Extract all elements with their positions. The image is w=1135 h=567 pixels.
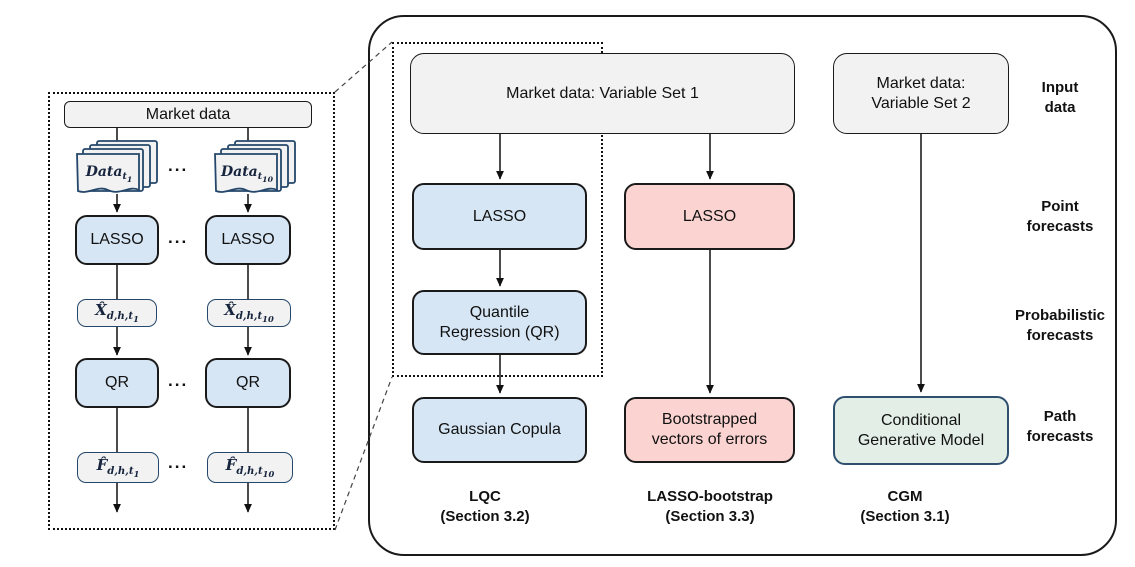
gaussian-copula-label: Gaussian Copula: [438, 421, 561, 438]
qr-label: QR: [236, 374, 260, 391]
stage-label-point-forecasts: Point forecasts: [1026, 198, 1094, 235]
lasso-bootstrap-box: LASSO: [624, 183, 795, 250]
document-stack-icon: [76, 140, 158, 193]
ellipsis-qr: ...: [168, 371, 189, 390]
cgm-label: Conditional Generative Model: [857, 411, 985, 449]
document-stack-icon: [214, 140, 296, 193]
qr-box-t10: QR: [205, 358, 291, 408]
stage-label-probabilistic-forecasts: Probabilistic forecasts: [1014, 307, 1106, 344]
ellipsis-fhat: ...: [168, 453, 189, 472]
bootstrapped-errors-label: Bootstrapped vectors of errors: [651, 411, 768, 448]
xhat-box-t1: X̂d,h,t1: [77, 299, 157, 327]
fhat-box-t10: F̂d,h,t10: [207, 452, 293, 483]
lasso-box-t10: LASSO: [205, 215, 291, 265]
market-data-variable-set1-box: Market data: Variable Set 1: [410, 53, 795, 134]
zoom-connector-top: [334, 41, 393, 93]
fhat-box-t1: F̂d,h,t1: [77, 452, 159, 483]
lasso-label: LASSO: [682, 207, 737, 225]
market-data-box: Market data: [64, 101, 312, 128]
doc-label: Datat1: [85, 163, 133, 185]
doc-label: Datat10: [220, 163, 273, 185]
ellipsis-docs: ...: [168, 156, 189, 175]
conditional-generative-model-box: Conditional Generative Model: [833, 396, 1009, 465]
market-data-label: Market data: [145, 105, 231, 123]
bootstrapped-errors-box: Bootstrapped vectors of errors: [624, 397, 795, 463]
method-label-cgm: CGM (Section 3.1): [860, 488, 950, 526]
ellipsis-lasso: ...: [168, 228, 189, 247]
left-dotted-panel: [48, 92, 335, 530]
qr-box-t1: QR: [75, 358, 159, 408]
lasso-label: LASSO: [90, 231, 144, 248]
qr-label: QR: [105, 374, 129, 391]
market-data-variable-set2-box: Market data: Variable Set 2: [833, 53, 1009, 134]
xhat-box-t10: X̂d,h,t10: [207, 299, 291, 327]
variable-set2-label: Market data: Variable Set 2: [871, 74, 971, 112]
quantile-regression-label: Quantile Regression (QR): [439, 303, 560, 341]
lasso-lqc-box: LASSO: [412, 183, 587, 250]
gaussian-copula-box: Gaussian Copula: [412, 397, 587, 463]
zoom-connector-bottom: [334, 376, 393, 531]
method-label-lqc: LQC (Section 3.2): [440, 488, 530, 526]
stage-label-path-forecasts: Path forecasts: [1026, 408, 1094, 445]
quantile-regression-box: Quantile Regression (QR): [412, 290, 587, 355]
stage-label-input-data: Input data: [1041, 79, 1079, 116]
variable-set1-label: Market data: Variable Set 1: [506, 84, 699, 102]
data-document-stack-t10: Datat10: [214, 140, 298, 202]
right-dotted-zoom-region: [392, 42, 603, 377]
lasso-box-t1: LASSO: [75, 215, 159, 265]
lasso-label: LASSO: [472, 207, 527, 225]
data-document-stack-t1: Datat1: [76, 140, 160, 202]
method-label-lasso-bootstrap: LASSO-bootstrap (Section 3.3): [647, 488, 773, 526]
lasso-label: LASSO: [221, 231, 275, 248]
